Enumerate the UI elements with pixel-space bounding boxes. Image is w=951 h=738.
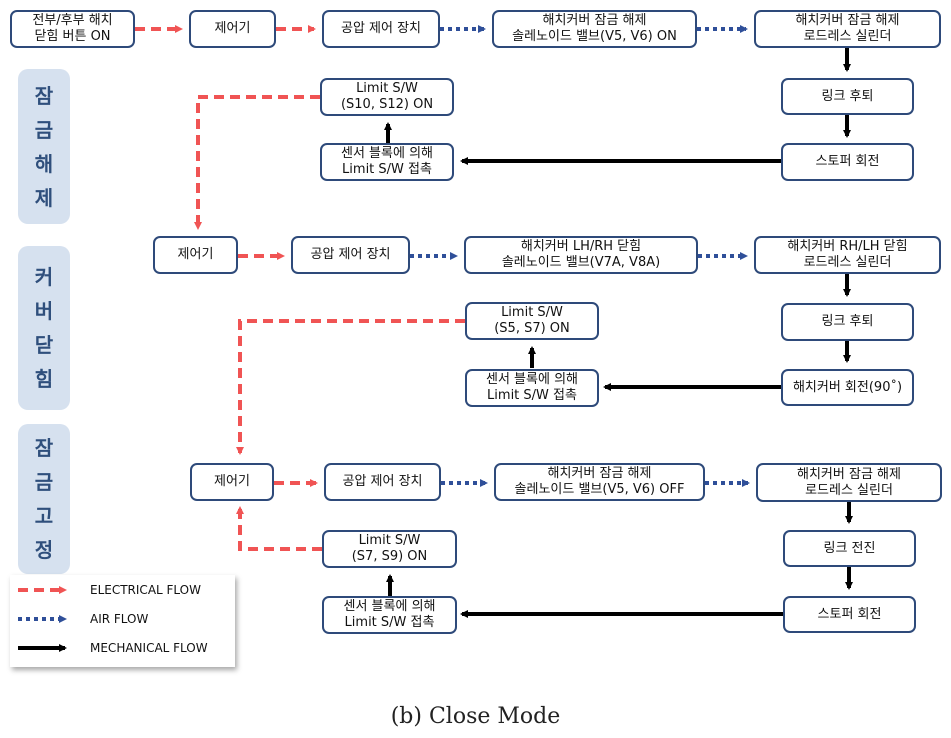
node-line: 센서 블록에 의해 [486,372,578,387]
air-control-node: 공압 제어 장치 [322,10,440,48]
node-line: (S5, S7) ON [494,321,570,336]
limit-switch-node: Limit S/W (S5, S7) ON [465,302,599,340]
phase-char: 버 [34,299,54,323]
sensor-contact-node: 센서 블록에 의해 Limit S/W 접촉 [465,369,599,407]
phase-char: 힘 [34,367,54,391]
legend-electrical-label: ELECTRICAL FLOW [90,583,201,597]
node-line: 제어기 [214,474,250,489]
air-control-node: 공압 제어 장치 [291,236,410,274]
node-line: 제어기 [177,247,214,262]
node-line: 제어기 [214,21,251,36]
phase-char: 커 [34,265,54,289]
phase-char: 고 [34,504,54,528]
node-line: 전부/후부 해치 [32,13,113,28]
node-line: 센서 블록에 의해 [341,146,433,161]
legend-air-label: AIR FLOW [90,612,149,626]
node-line: 해치커버 잠금 해제 [547,466,652,481]
node-line: 링크 후퇴 [821,314,874,329]
node-line: Limit S/W [358,533,421,548]
node-line: (S10, S12) ON [340,97,434,112]
link-node: 링크 전진 [783,530,916,567]
controller-node: 제어기 [153,236,238,274]
node-line: 솔레노이드 밸브(V7A, V8A) [501,255,661,270]
link-node: 링크 후퇴 [781,78,914,115]
node-line: 닫힘 버튼 ON [34,29,111,44]
node-line: 해치커버 RH/LH 닫힘 [787,239,908,254]
phase-char: 해 [34,151,54,176]
legend: ELECTRICAL FLOW AIR FLOW MECHANICAL FLOW [10,575,235,667]
node-line: 링크 후퇴 [821,88,874,104]
node-line: 공압 제어 장치 [310,247,391,262]
phase-char: 닫 [34,333,54,357]
solenoid-valve-node: 해치커버 잠금 해제 솔레노이드 밸브(V5, V6) OFF [494,463,705,501]
node-line: 솔레노이드 밸브(V5, V6) OFF [514,482,685,497]
cover-rotation-node: 해치커버 회전(90˚) [781,369,914,406]
phase-char: 제 [34,185,54,210]
node-line: 해치커버 회전(90˚) [792,379,903,395]
phase-label-lock-release: 잠 금 해 제 [18,69,70,224]
node-line: 솔레노이드 밸브(V5, V6) ON [512,29,677,44]
solenoid-valve-node: 해치커버 LH/RH 닫힘 솔레노이드 밸브(V7A, V8A) [464,236,698,274]
node-line: 공압 제어 장치 [340,21,422,36]
rodless-cylinder-node: 해치커버 잠금 해제 로드레스 실린더 [754,10,941,48]
node-line: Limit S/W 접촉 [342,162,432,177]
phase-char: 정 [34,538,54,562]
electrical-arrow [236,319,465,455]
sensor-contact-node: 센서 블록에 의해 Limit S/W 접촉 [320,143,454,181]
stopper-node: 스토퍼 회전 [781,143,914,181]
node-line: 해치커버 잠금 해제 [542,13,647,28]
node-line: Limit S/W 접촉 [487,388,577,403]
limit-switch-node: Limit S/W (S7, S9) ON [322,530,457,568]
electrical-arrow [194,95,320,230]
phase-char: 금 [34,117,54,142]
phase-char: 금 [34,470,54,494]
rodless-cylinder-node: 해치커버 RH/LH 닫힘 로드레스 실린더 [754,236,941,274]
node-line: 공압 제어 장치 [342,474,423,489]
controller-node: 제어기 [190,463,274,501]
node-line: 해치커버 LH/RH 닫힘 [520,239,642,254]
electrical-arrow [236,506,322,551]
legend-mechanical-label: MECHANICAL FLOW [90,641,208,655]
phase-label-lock-fix: 잠 금 고 정 [18,424,70,574]
node-line: 스토퍼 회전 [817,606,882,622]
sensor-contact-node: 센서 블록에 의해 Limit S/W 접촉 [322,596,457,634]
node-line: 센서 블록에 의해 [343,599,436,614]
node-line: Limit S/W [356,81,418,96]
link-node: 링크 후퇴 [781,303,914,341]
hatch-close-button-node: 전부/후부 해치 닫힘 버튼 ON [10,10,135,48]
node-line: (S7, S9) ON [351,549,428,564]
controller-node: 제어기 [189,10,276,48]
stopper-node: 스토퍼 회전 [783,596,916,633]
node-line: Limit S/W 접촉 [344,615,435,630]
legend-swatches [18,586,67,652]
phase-label-cover-close: 커 버 닫 힘 [18,246,70,410]
phase-char: 잠 [34,436,54,460]
node-line: 해치커버 잠금 해제 [795,13,900,28]
node-line: 로드레스 실린더 [803,255,892,270]
node-line: 로드레스 실린더 [803,29,892,44]
node-line: 해치커버 잠금 해제 [797,466,901,482]
solenoid-valve-node: 해치커버 잠금 해제 솔레노이드 밸브(V5, V6) ON [492,10,697,48]
node-line: 링크 전진 [823,540,876,556]
limit-switch-node: Limit S/W (S10, S12) ON [320,78,454,116]
phase-char: 잠 [34,83,54,108]
rodless-cylinder-node: 해치커버 잠금 해제 로드레스 실린더 [756,463,942,502]
node-line: Limit S/W [501,305,563,320]
air-control-node: 공압 제어 장치 [324,463,441,501]
node-line: 로드레스 실린더 [805,482,893,498]
node-line: 스토퍼 회전 [815,154,880,169]
figure-caption: (b) Close Mode [390,704,561,729]
